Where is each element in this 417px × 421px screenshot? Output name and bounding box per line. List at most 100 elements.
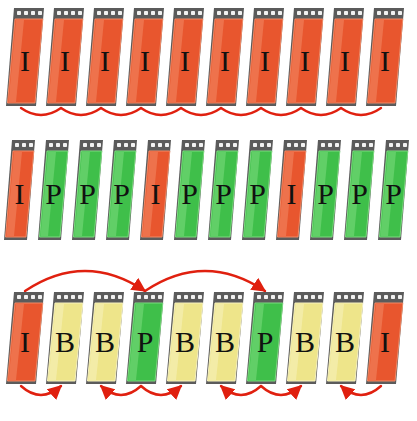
- frame-picture: [346, 151, 374, 237]
- film-strip: [38, 140, 69, 240]
- frame-picture: [244, 151, 272, 237]
- sprocket-hole: [304, 295, 308, 299]
- frame-picture: [48, 303, 83, 381]
- frame-picture: [142, 151, 170, 237]
- sprocket-hole: [192, 143, 196, 147]
- video-frame: I: [86, 8, 124, 106]
- sprocket-hole: [321, 143, 325, 147]
- reference-arrow: [221, 108, 261, 115]
- video-frame: P: [242, 140, 273, 240]
- frame-type-letter: I: [180, 46, 190, 76]
- sprocket-hole: [231, 11, 235, 15]
- frame-picture: [128, 19, 163, 103]
- film-strip: [46, 292, 84, 384]
- video-frame: P: [344, 140, 375, 240]
- sprocket-hole: [144, 295, 148, 299]
- sprocket-hole: [260, 143, 264, 147]
- sprocket-hole: [257, 295, 261, 299]
- sprocket-hole: [31, 295, 35, 299]
- sprocket-hole: [391, 295, 395, 299]
- frame-type-letter: I: [287, 179, 297, 209]
- sprocket-hole: [233, 143, 237, 147]
- sprocket-hole: [118, 295, 122, 299]
- sprocket-hole: [297, 11, 301, 15]
- sprocket-hole: [165, 143, 169, 147]
- sprocket-hole: [294, 143, 298, 147]
- frame-picture: [208, 19, 243, 103]
- sprocket-hole: [344, 11, 348, 15]
- sprocket-hole: [137, 295, 141, 299]
- sprocket-hole: [97, 11, 101, 15]
- reference-arrow: [181, 108, 221, 115]
- sprocket-hole: [83, 143, 87, 147]
- video-frame: I: [140, 140, 171, 240]
- frame-type-letter: I: [15, 179, 25, 209]
- sprocket-hole: [118, 11, 122, 15]
- film-strip: [4, 140, 35, 240]
- sprocket-hole: [238, 11, 242, 15]
- sprocket-hole: [117, 143, 121, 147]
- reference-arrow: [341, 386, 381, 395]
- film-strip: [206, 292, 244, 384]
- sprocket-hole: [226, 143, 230, 147]
- sprocket-hole: [362, 143, 366, 147]
- sprocket-hole: [97, 295, 101, 299]
- frame-type-letter: P: [113, 179, 130, 209]
- film-strip: [86, 8, 124, 106]
- film-strip: [106, 140, 137, 240]
- reference-arrow: [221, 386, 261, 395]
- sprocket-hole: [64, 11, 68, 15]
- sprocket-hole: [297, 295, 301, 299]
- sprocket-hole: [224, 295, 228, 299]
- sprocket-hole: [403, 143, 407, 147]
- sprocket-hole: [271, 295, 275, 299]
- reference-arrow: [261, 386, 301, 395]
- reference-arrow: [101, 386, 141, 395]
- film-strip: [72, 140, 103, 240]
- frame-picture: [210, 151, 238, 237]
- sprocket-hole: [377, 295, 381, 299]
- frame-picture: [368, 303, 403, 381]
- film-strip: [242, 140, 273, 240]
- sprocket-hole: [264, 295, 268, 299]
- sprocket-hole: [151, 11, 155, 15]
- frame-picture: [168, 19, 203, 103]
- film-strip: [6, 8, 44, 106]
- video-frame: I: [46, 8, 84, 106]
- sprocket-hole: [398, 295, 402, 299]
- sprocket-hole: [358, 295, 362, 299]
- frame-picture: [74, 151, 102, 237]
- sprocket-hole: [137, 11, 141, 15]
- sprocket-hole: [344, 295, 348, 299]
- video-frame: B: [166, 292, 204, 384]
- film-strip: [126, 8, 164, 106]
- sprocket-hole: [64, 295, 68, 299]
- film-strip: [326, 8, 364, 106]
- frame-picture: [88, 303, 123, 381]
- reference-arrow: [101, 108, 141, 115]
- sprocket-hole: [31, 11, 35, 15]
- sprocket-hole: [337, 295, 341, 299]
- frame-picture: [88, 19, 123, 103]
- frame-picture: [278, 151, 306, 237]
- frame-picture: [40, 151, 68, 237]
- frame-type-letter: I: [20, 46, 30, 76]
- frame-type-letter: P: [181, 179, 198, 209]
- sprocket-hole: [377, 11, 381, 15]
- frame-type-letter: B: [55, 327, 75, 357]
- sprocket-hole: [318, 11, 322, 15]
- film-strip: [366, 8, 404, 106]
- sprocket-hole: [217, 11, 221, 15]
- video-frame: I: [366, 292, 404, 384]
- sprocket-hole: [358, 11, 362, 15]
- frame-picture: [380, 151, 408, 237]
- sprocket-hole: [17, 295, 21, 299]
- sprocket-hole: [57, 11, 61, 15]
- frame-picture: [288, 303, 323, 381]
- frame-type-letter: P: [249, 179, 266, 209]
- film-strip: [378, 140, 409, 240]
- reference-arrow: [61, 108, 101, 115]
- video-frame: I: [206, 8, 244, 106]
- frame-type-letter: P: [45, 179, 62, 209]
